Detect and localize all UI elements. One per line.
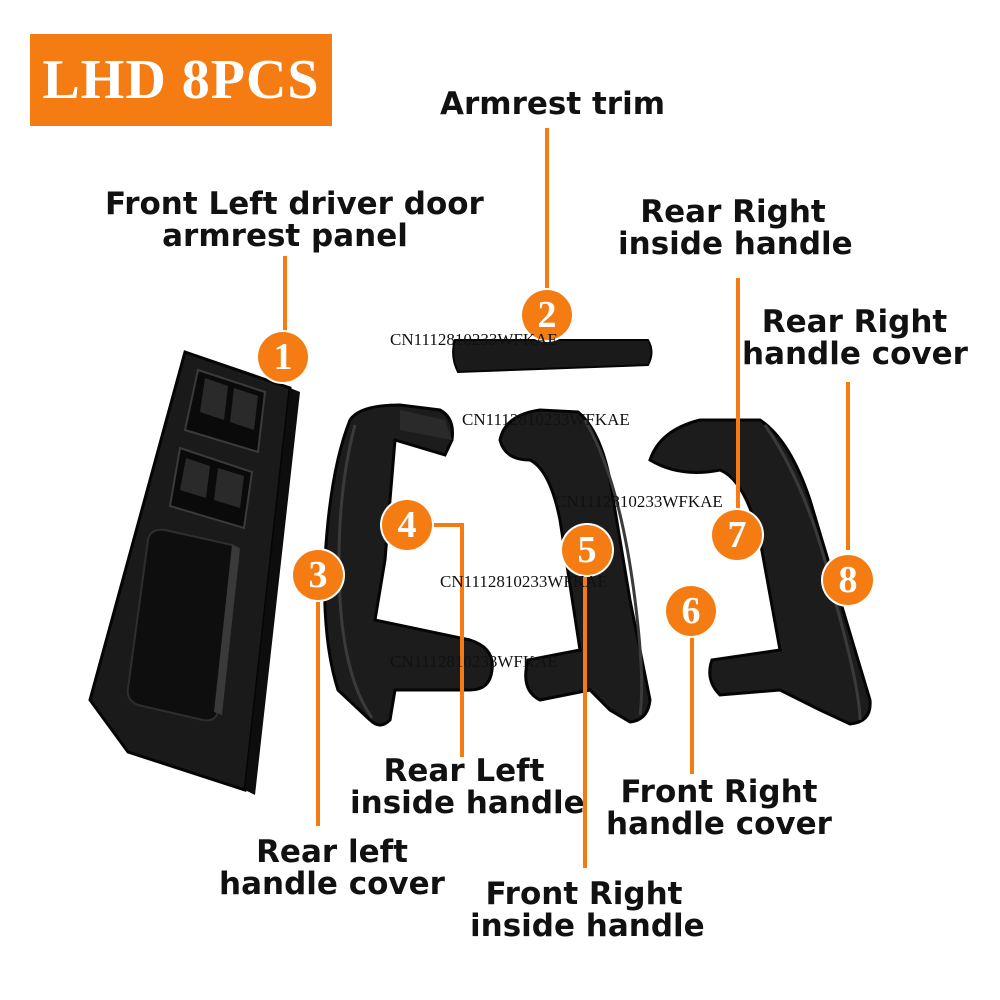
number-6: 6 [666,586,716,636]
label-front-left-panel: Front Left driver door armrest panel [105,186,484,254]
leader-line-1 [283,256,287,332]
number-7: 7 [712,510,762,560]
label-front-right-handle-cover: Front Right handle cover [606,774,832,842]
armrest-panel-drawing [88,350,300,795]
label-rear-left-inside-handle: Rear Left inside handle [350,753,585,821]
leader-line-3 [316,600,320,826]
leader-line-8 [846,382,850,550]
label-armrest-trim: Armrest trim [440,86,665,122]
leader-line-7 [736,278,740,514]
number-5: 5 [562,525,612,575]
number-8: 8 [823,555,873,605]
number-4: 4 [382,500,432,550]
label-rear-left-handle-cover: Rear left handle cover [219,834,445,902]
leader-line-6 [690,634,694,774]
armrest-trim-drawing [452,339,653,374]
watermark-text: CN1112810233WFKAE [440,572,608,591]
rear-left-handle-drawing [323,403,494,727]
watermark-text: CN1112810233WFKAE [390,330,558,349]
watermark-text: CN1112810233WFKAE [390,652,558,671]
leader-line-4b [460,523,464,757]
leader-line-4a [430,523,462,527]
label-rear-right-handle-cover: Rear Right handle cover [742,304,968,372]
leader-line-2 [545,128,549,296]
label-rear-right-inside-handle: Rear Right inside handle [618,194,853,262]
number-2: 2 [522,290,572,340]
badge-text: LHD 8PCS [42,49,320,111]
number-1: 1 [258,332,308,382]
lhd-badge: LHD 8PCS [30,34,332,126]
leader-line-5 [583,574,587,868]
label-front-right-inside-handle: Front Right inside handle [470,876,705,944]
watermark-text: CN1112810233WFKAE [462,410,630,429]
number-3: 3 [293,550,343,600]
watermark-text: CN1112810233WFKAE [555,492,723,511]
